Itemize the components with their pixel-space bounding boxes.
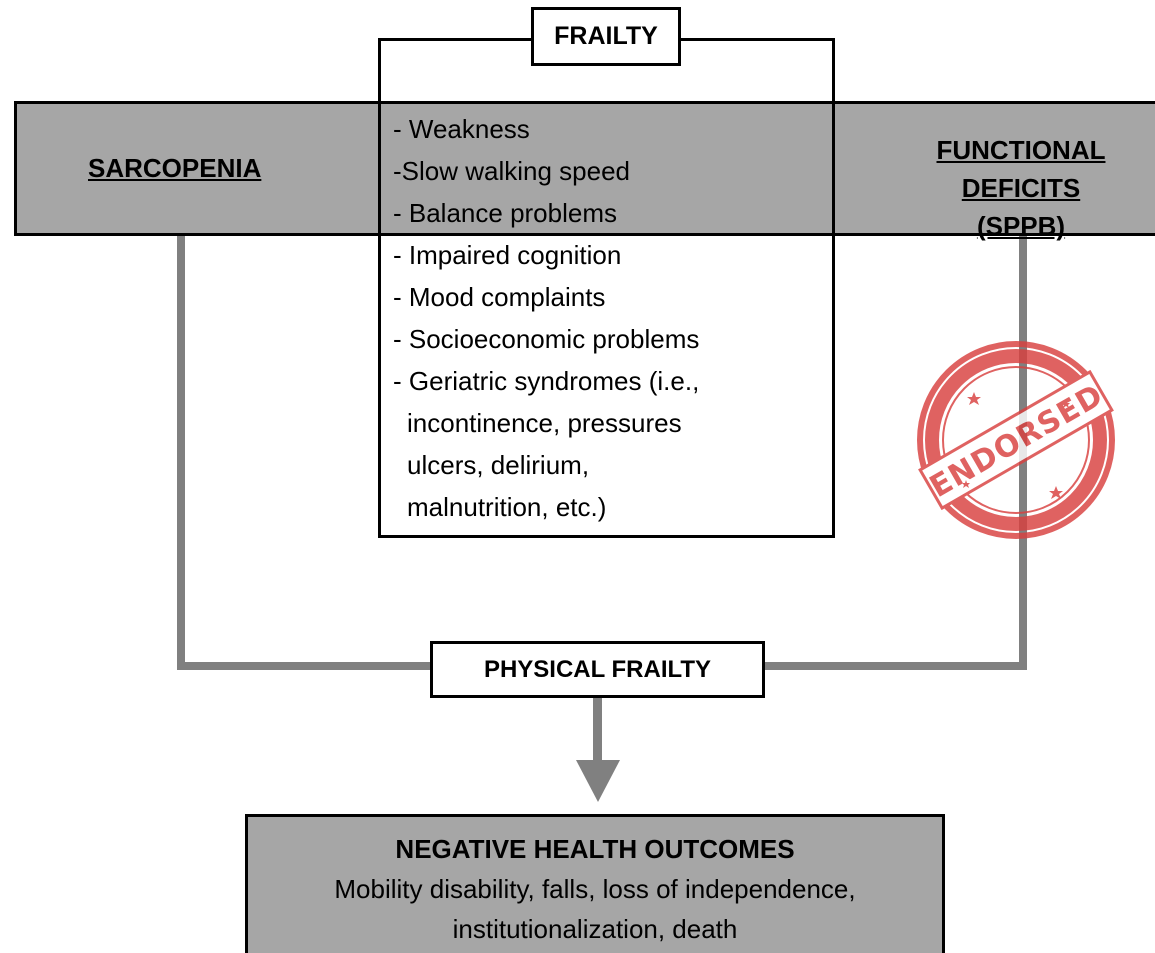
functional-deficits-line2: DEFICITS (SPPB): [961, 173, 1081, 241]
connector-left-vertical: [177, 236, 185, 670]
frailty-title: FRAILTY: [531, 7, 681, 66]
frailty-criteria-list: - Weakness -Slow walking speed - Balance…: [393, 108, 823, 528]
frailty-item-continuation: ulcers, delirium,: [407, 450, 590, 480]
frailty-item-continuation: incontinence, pressures: [407, 408, 682, 438]
connector-right-horizontal: [764, 662, 1027, 670]
outcomes-line2: institutionalization, death: [452, 914, 738, 944]
frailty-item-balance: - Balance problems: [393, 198, 617, 228]
frailty-item-weakness: - Weakness: [393, 114, 530, 144]
frailty-item-mood: - Mood complaints: [393, 282, 606, 312]
functional-deficits-line1: FUNCTIONAL: [936, 135, 1106, 165]
frailty-item-continuation: malnutrition, etc.): [407, 492, 607, 522]
endorsed-stamp-icon: ENDORSED: [917, 341, 1115, 539]
functional-deficits-label: FUNCTIONAL DEFICITS (SPPB): [921, 131, 1121, 245]
sarcopenia-label: SARCOPENIA: [88, 153, 262, 183]
outcomes-description: Mobility disability, falls, loss of inde…: [248, 869, 942, 949]
frailty-item-geriatric-syndromes: - Geriatric syndromes (i.e.,: [393, 366, 700, 396]
outcomes-line1: Mobility disability, falls, loss of inde…: [334, 874, 856, 904]
frailty-item-walking-speed: -Slow walking speed: [393, 156, 631, 186]
frailty-item-cognition: - Impaired cognition: [393, 240, 622, 270]
arrow-shaft: [593, 698, 602, 764]
sarcopenia-functional-band: [14, 101, 1155, 236]
arrow-head-icon: [576, 760, 620, 802]
outcomes-title: NEGATIVE HEALTH OUTCOMES: [395, 834, 795, 864]
physical-frailty-box: PHYSICAL FRAILTY: [430, 641, 765, 698]
connector-left-horizontal: [177, 662, 433, 670]
negative-health-outcomes-box: NEGATIVE HEALTH OUTCOMES Mobility disabi…: [245, 814, 945, 953]
frailty-item-socioeconomic: - Socioeconomic problems: [393, 324, 700, 354]
